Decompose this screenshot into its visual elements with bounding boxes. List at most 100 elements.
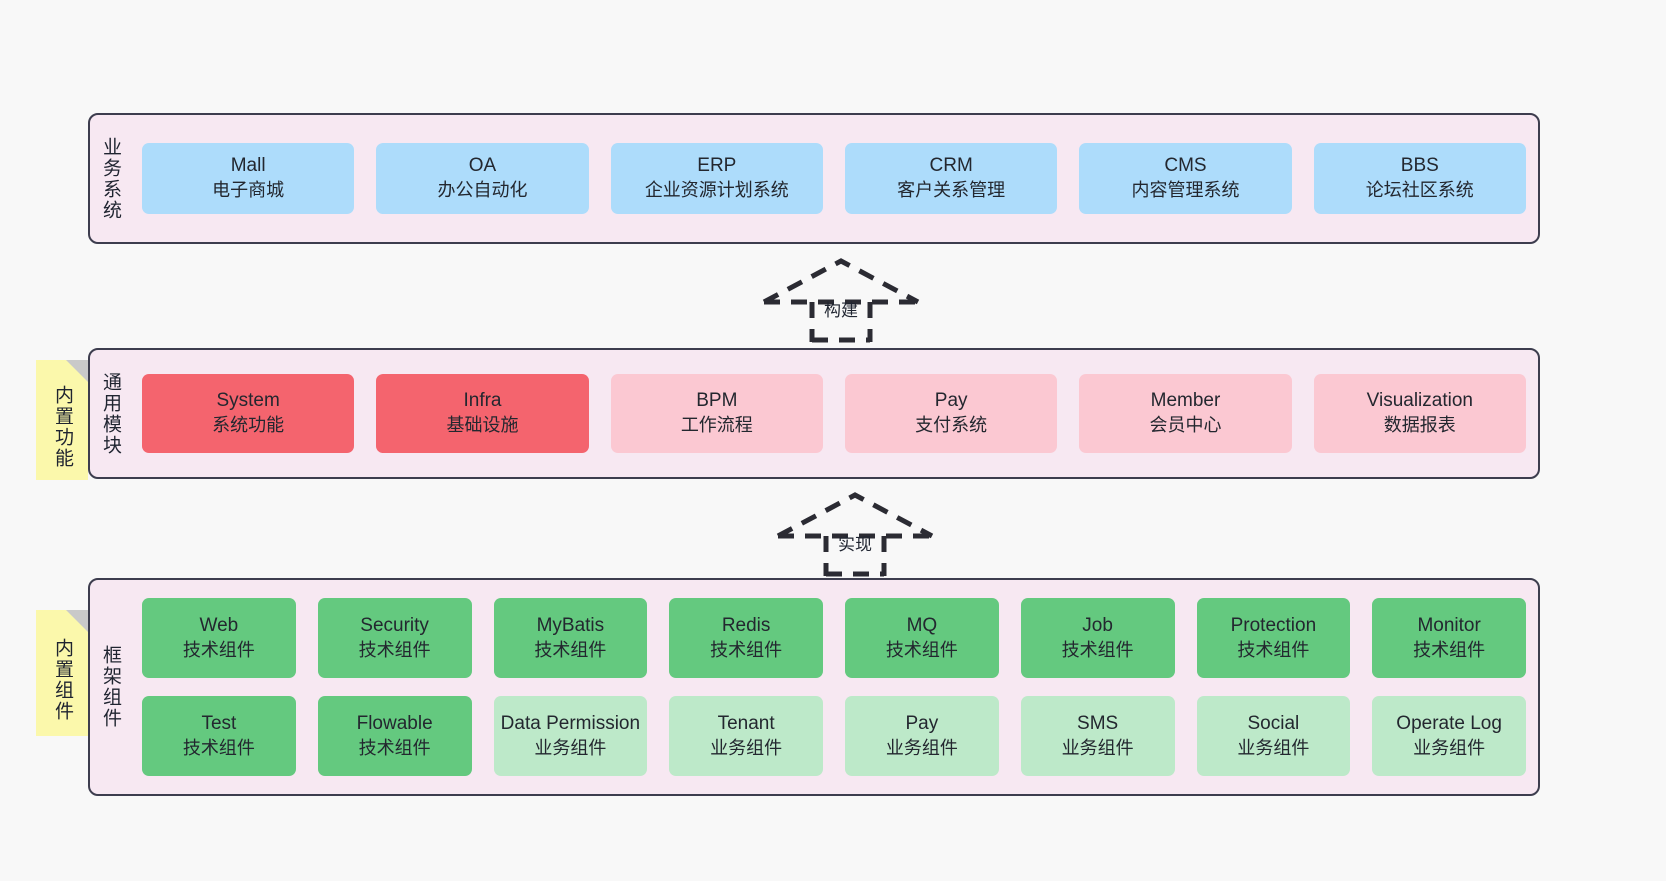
card-pay[interactable]: Pay 支付系统 (844, 374, 1058, 453)
card-title-cn: 技术组件 (182, 639, 255, 660)
layer-label-business-system: 业务系统 (99, 136, 121, 221)
card-erp[interactable]: ERP 企业资源计划系统 (610, 143, 823, 214)
card-title-en: Data Permission (500, 712, 641, 734)
card-title-en: Monitor (1417, 614, 1481, 636)
card-title-en: Tenant (717, 712, 775, 734)
card-title-en: ERP (697, 155, 737, 177)
card-mybatis[interactable]: MyBatis 技术组件 (493, 598, 648, 678)
card-title-en: BBS (1400, 155, 1439, 177)
card-title-cn: 技术组件 (358, 639, 431, 660)
card-social[interactable]: Social 业务组件 (1196, 696, 1351, 776)
card-title-cn: 技术组件 (710, 639, 783, 660)
card-title-en: BPM (696, 390, 738, 412)
card-title-cn: 客户关系管理 (897, 180, 1006, 201)
card-protection[interactable]: Protection 技术组件 (1196, 598, 1351, 678)
connector-build: 构建 (756, 258, 926, 343)
card-title-en: MQ (906, 614, 938, 636)
card-test[interactable]: Test 技术组件 (142, 696, 296, 776)
card-title-en: Visualization (1366, 390, 1473, 412)
card-title-en: Pay (934, 390, 968, 412)
card-redis[interactable]: Redis 技术组件 (669, 598, 823, 678)
card-title-en: Web (199, 614, 239, 636)
card-security[interactable]: Security 技术组件 (317, 598, 472, 678)
card-title-cn: 技术组件 (885, 639, 958, 660)
connector-label-implement: 实现 (838, 535, 872, 554)
card-title-en: CMS (1164, 155, 1207, 177)
card-title-en: Operate Log (1396, 712, 1502, 734)
card-row: Mall 电子商城 OA 办公自动化 ERP 企业资源计划系统 CRM 客户关系… (142, 143, 1526, 214)
card-title-en: Member (1150, 390, 1221, 412)
card-title-cn: 工作流程 (680, 415, 753, 436)
layer-label-common-module: 通用模块 (99, 371, 121, 456)
layer-body-business-system: Mall 电子商城 OA 办公自动化 ERP 企业资源计划系统 CRM 客户关系… (130, 115, 1538, 242)
card-title-cn: 数据报表 (1383, 415, 1456, 436)
card-title-cn: 基础设施 (446, 415, 519, 436)
card-data-permission[interactable]: Data Permission 业务组件 (493, 696, 648, 776)
card-title-cn: 业务组件 (1413, 737, 1486, 758)
card-title-en: Flowable (356, 712, 433, 734)
card-infra[interactable]: Infra 基础设施 (376, 374, 589, 453)
card-title-en: SMS (1077, 712, 1119, 734)
note-builtin-component: 内置组件 (36, 610, 88, 736)
card-visualization[interactable]: Visualization 数据报表 (1313, 374, 1526, 453)
card-cms[interactable]: CMS 内容管理系统 (1079, 143, 1292, 214)
card-title-en: System (216, 390, 280, 412)
card-mq[interactable]: MQ 技术组件 (845, 598, 999, 678)
card-title-cn: 办公自动化 (437, 180, 528, 201)
card-title-cn: 内容管理系统 (1131, 180, 1240, 201)
card-title-en: CRM (929, 155, 973, 177)
card-row: Test 技术组件 Flowable 技术组件 Data Permission … (142, 696, 1526, 776)
card-title-cn: 论坛社区系统 (1365, 180, 1474, 201)
card-title-cn: 业务组件 (1237, 737, 1310, 758)
card-flowable[interactable]: Flowable 技术组件 (317, 696, 472, 776)
layer-business-system: 业务系统 Mall 电子商城 OA 办公自动化 ERP 企业资源计划系统 CRM… (88, 113, 1540, 244)
card-row: Web 技术组件 Security 技术组件 MyBatis 技术组件 Redi… (142, 598, 1526, 678)
card-title-cn: 技术组件 (1413, 639, 1486, 660)
connector-label-build: 构建 (824, 301, 858, 320)
card-title-en: Protection (1230, 614, 1317, 636)
card-title-cn: 技术组件 (534, 639, 607, 660)
card-job[interactable]: Job 技术组件 (1020, 598, 1175, 678)
card-title-cn: 技术组件 (358, 737, 431, 758)
card-bpm[interactable]: BPM 工作流程 (610, 374, 823, 453)
card-row: System 系统功能 Infra 基础设施 BPM 工作流程 Pay 支付系统… (142, 374, 1526, 453)
card-title-en: Pay (905, 712, 939, 734)
card-pay-business[interactable]: Pay 业务组件 (845, 696, 999, 776)
card-member[interactable]: Member 会员中心 (1079, 374, 1292, 453)
card-title-en: Redis (721, 614, 771, 636)
card-title-en: MyBatis (536, 614, 605, 636)
card-title-en: Mall (230, 155, 266, 177)
arrowhead-triangle-build (762, 258, 920, 305)
card-title-cn: 业务组件 (1061, 737, 1134, 758)
layer-label-framework-component: 框架组件 (99, 645, 121, 729)
card-title-cn: 企业资源计划系统 (644, 180, 789, 201)
note-text: 内置功能 (51, 385, 73, 469)
note-builtin-function: 内置功能 (36, 360, 88, 480)
card-tenant[interactable]: Tenant 业务组件 (669, 696, 823, 776)
card-title-en: Test (201, 712, 237, 734)
card-title-cn: 电子商城 (212, 180, 285, 201)
card-title-cn: 会员中心 (1149, 415, 1222, 436)
card-system[interactable]: System 系统功能 (142, 374, 355, 453)
arrowhead-triangle-implement (776, 492, 934, 539)
layer-common-module: 通用模块 System 系统功能 Infra 基础设施 BPM 工作流程 Pay… (88, 348, 1540, 479)
card-title-cn: 技术组件 (1061, 639, 1134, 660)
layer-body-framework-component: Web 技术组件 Security 技术组件 MyBatis 技术组件 Redi… (130, 580, 1538, 794)
card-crm[interactable]: CRM 客户关系管理 (844, 143, 1058, 214)
card-title-cn: 系统功能 (212, 415, 285, 436)
card-operate-log[interactable]: Operate Log 业务组件 (1372, 696, 1526, 776)
card-mall[interactable]: Mall 电子商城 (142, 143, 355, 214)
note-text: 内置组件 (51, 638, 73, 722)
card-title-cn: 技术组件 (1237, 639, 1310, 660)
card-title-cn: 支付系统 (915, 415, 988, 436)
card-title-en: Social (1247, 712, 1300, 734)
layer-framework-component: 框架组件 Web 技术组件 Security 技术组件 MyBatis 技术组件… (88, 578, 1540, 796)
card-oa[interactable]: OA 办公自动化 (376, 143, 589, 214)
card-title-en: Security (360, 614, 429, 636)
card-title-cn: 技术组件 (182, 737, 255, 758)
card-bbs[interactable]: BBS 论坛社区系统 (1313, 143, 1526, 214)
card-monitor[interactable]: Monitor 技术组件 (1372, 598, 1526, 678)
card-web[interactable]: Web 技术组件 (142, 598, 296, 678)
card-sms[interactable]: SMS 业务组件 (1020, 696, 1175, 776)
